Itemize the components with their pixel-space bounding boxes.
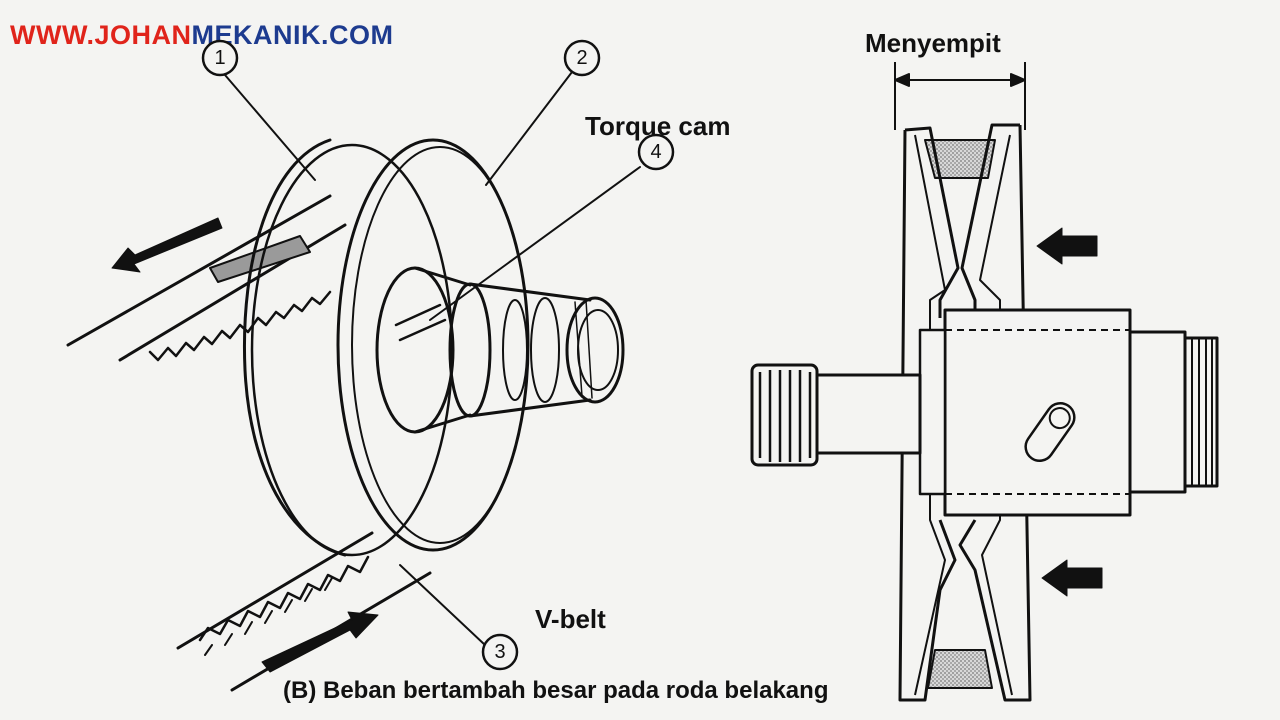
upper-v-belt: [66, 194, 347, 362]
lower-v-belt: [176, 531, 432, 692]
callout-1-number: 1: [214, 47, 225, 69]
back-flange: [242, 138, 347, 557]
callout-3-number: 3: [494, 641, 505, 663]
callout-4-number: 4: [650, 141, 661, 163]
torque-cam-sleeve: [943, 308, 1132, 517]
front-sheave: [336, 138, 530, 552]
threaded-end: [1128, 330, 1219, 494]
belt-section-bottom: [927, 649, 993, 689]
cam-slot: [1024, 402, 1076, 462]
callout-3: 3: [481, 633, 519, 671]
belt-section-top: [924, 139, 996, 179]
hub-collar: [375, 266, 625, 434]
label-v-belt: V-belt: [535, 604, 606, 634]
label-torque-cam: Torque cam: [585, 111, 730, 141]
callout-2: 2: [563, 39, 601, 77]
pulley-cross-section: [750, 62, 1219, 702]
callout-4: 4: [637, 133, 675, 171]
label-menyempit: Menyempit: [865, 28, 1001, 58]
belt-out-arrow: [111, 217, 223, 273]
left-pulley-illustration: [66, 71, 641, 692]
caption: (B) Beban bertambah besar pada roda bela…: [283, 677, 828, 704]
watermark-part-1: WWW.JOHAN: [10, 20, 192, 50]
callout-1: 1: [201, 39, 239, 77]
belt-in-arrow: [261, 611, 379, 673]
callout-2-number: 2: [576, 47, 587, 69]
push-arrow-bottom: [1041, 559, 1103, 597]
site-watermark: WWW.JOHANMEKANIK.COM: [10, 20, 393, 51]
fixed-sheave: [898, 126, 960, 702]
movable-sheave: [958, 123, 1032, 702]
push-arrow-top: [1036, 227, 1098, 265]
width-dimension: [894, 62, 1026, 130]
splined-shaft: [750, 363, 922, 467]
